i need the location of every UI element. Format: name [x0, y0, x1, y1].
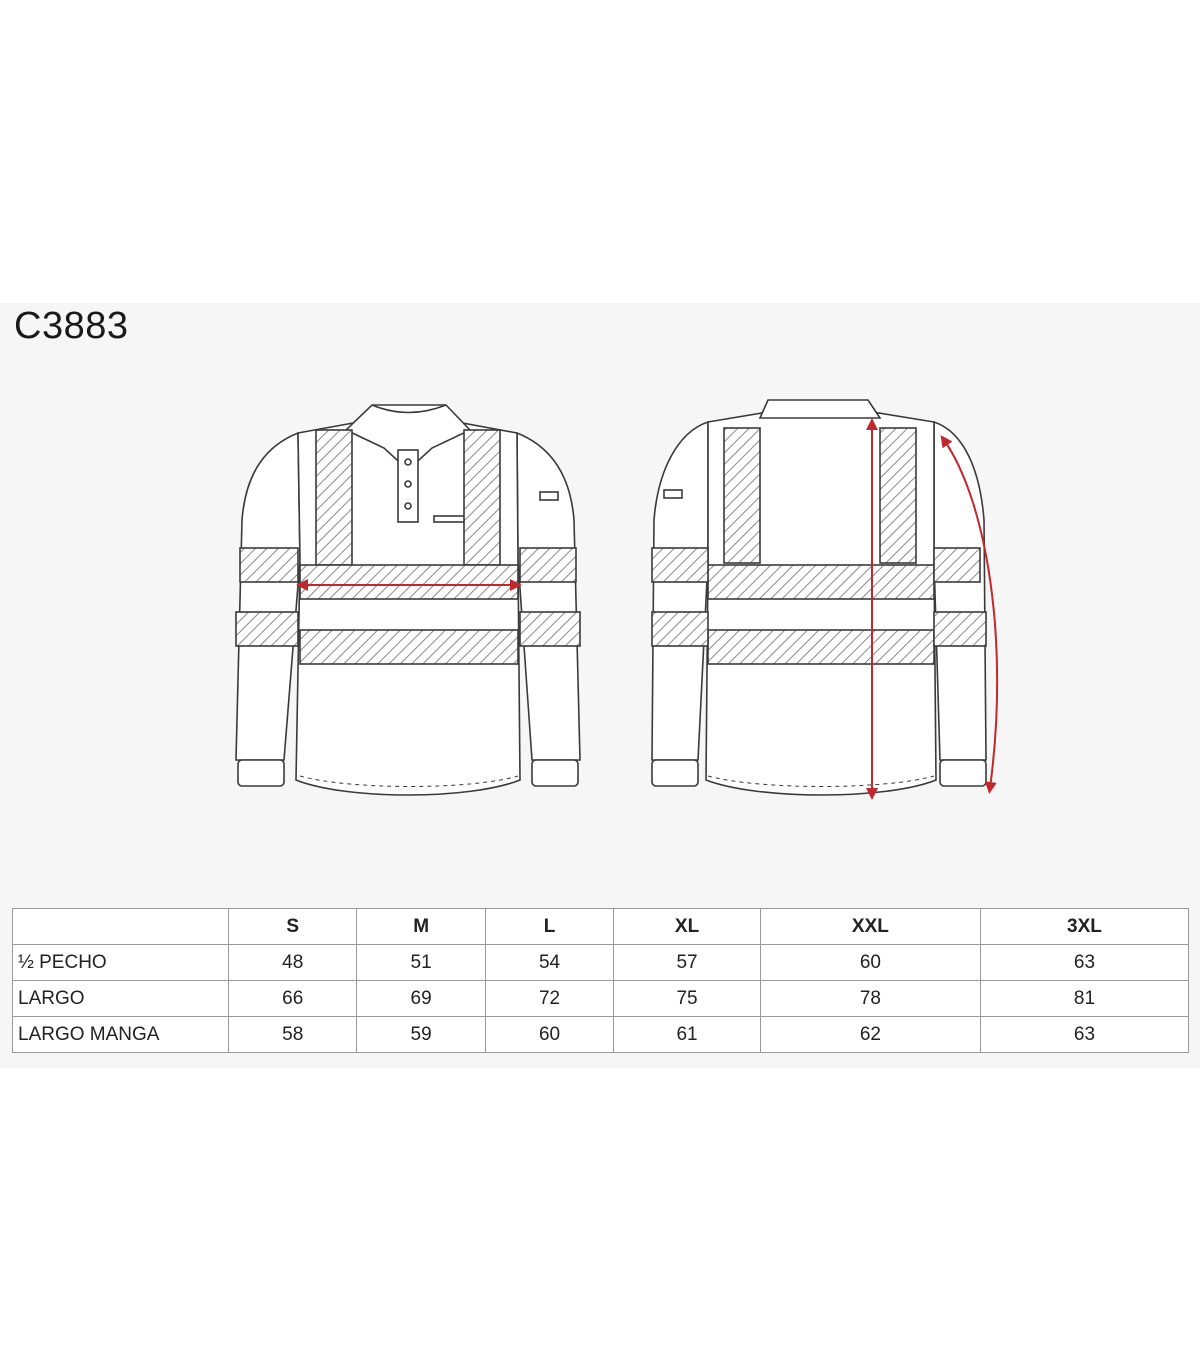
garment-technical-drawing: [235, 399, 999, 800]
header-size-xl: XL: [613, 908, 761, 945]
table-cell: 69: [356, 980, 486, 1017]
front-polo-drawing: [235, 404, 581, 796]
front-left-sleeve: [235, 431, 301, 761]
row-label-pecho: ½ PECHO: [12, 944, 229, 981]
size-header-row: S M L XL XXL 3XL: [12, 908, 1190, 945]
sleeve-length-arrow: [940, 435, 999, 794]
front-right-sleeve: [516, 431, 581, 761]
table-cell: 54: [484, 944, 615, 981]
product-code-title: C3883: [14, 305, 129, 347]
table-cell: 66: [227, 980, 358, 1017]
sleeve-tab: [663, 489, 683, 499]
back-right-cuff: [939, 759, 987, 787]
back-collar: [758, 399, 882, 419]
row-label-largo: LARGO: [12, 980, 229, 1017]
table-cell: 48: [227, 944, 358, 981]
table-cell: 61: [613, 1016, 761, 1053]
header-size-3xl: 3XL: [979, 908, 1190, 945]
table-cell: 81: [979, 980, 1190, 1017]
table-cell: 59: [356, 1016, 486, 1053]
header-corner: [12, 908, 229, 945]
table-cell: 58: [227, 1016, 358, 1053]
back-right-sleeve: [933, 420, 987, 761]
table-cell: 75: [613, 980, 761, 1017]
back-polo-drawing: [651, 399, 987, 796]
front-right-cuff: [531, 759, 579, 787]
table-cell: 57: [613, 944, 761, 981]
table-row: ½ PECHO 48 51 54 57 60 63: [12, 944, 1190, 981]
table-cell: 60: [484, 1016, 615, 1053]
table-cell: 72: [484, 980, 615, 1017]
table-cell: 63: [979, 944, 1190, 981]
button-icon: [404, 480, 412, 488]
table-row: LARGO MANGA 58 59 60 61 62 63: [12, 1016, 1190, 1053]
table-cell: 78: [759, 980, 981, 1017]
row-label-largo-manga: LARGO MANGA: [12, 1016, 229, 1053]
sleeve-tab: [539, 491, 559, 501]
table-cell: 51: [356, 944, 486, 981]
front-left-cuff: [237, 759, 285, 787]
back-left-sleeve: [651, 420, 709, 761]
header-size-xxl: XXL: [759, 908, 981, 945]
button-icon: [404, 502, 412, 510]
back-left-cuff: [651, 759, 699, 787]
header-size-l: L: [484, 908, 615, 945]
table-cell: 60: [759, 944, 981, 981]
table-cell: 62: [759, 1016, 981, 1053]
table-row: LARGO 66 69 72 75 78 81: [12, 980, 1190, 1017]
size-table: S M L XL XXL 3XL ½ PECHO 48 51 54 57 60 …: [12, 908, 1190, 1053]
table-cell: 63: [979, 1016, 1190, 1053]
button-icon: [404, 458, 412, 466]
header-size-m: M: [356, 908, 486, 945]
header-size-s: S: [227, 908, 358, 945]
